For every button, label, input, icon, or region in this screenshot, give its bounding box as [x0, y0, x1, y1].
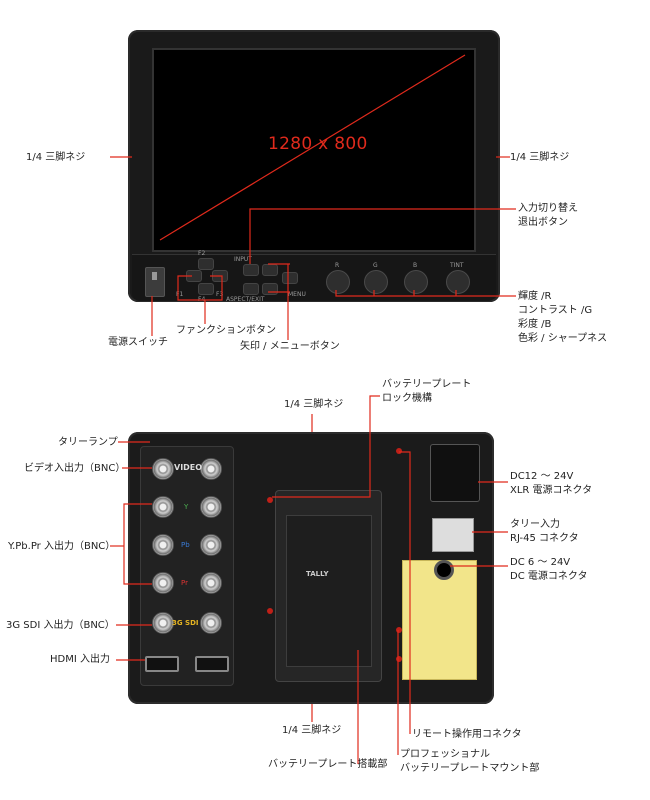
pro-battery-callout-line1: プロフェッショナル [400, 749, 490, 760]
function-button-callout: ファンクションボタン [176, 325, 276, 336]
hdmi-port-2[interactable] [195, 656, 229, 672]
battery-lock-callout-line1: バッテリープレート [382, 379, 472, 390]
tally-in-callout-line2: RJ-45 コネクタ [510, 533, 579, 544]
dc-callout-line2: DC 電源コネクタ [510, 571, 588, 582]
f3-button[interactable] [212, 270, 228, 282]
aspect-exit-label: ASPECT/EXIT [226, 296, 265, 303]
mount-marker [396, 627, 402, 633]
left-tripod-callout: 1/4 三脚ネジ [26, 152, 86, 163]
aspect-exit-button[interactable] [243, 283, 259, 295]
sdi-io-callout: 3G SDI 入出力（BNC） [6, 620, 115, 631]
battery-plate-mount [286, 515, 372, 667]
adjust-callout-line2: コントラスト /G [518, 305, 593, 316]
pb-bnc-2[interactable] [200, 534, 222, 556]
sdi-label: 3G SDI [172, 619, 199, 627]
adjust-callout-line1: 輝度 /R [518, 291, 552, 302]
tint-label: TINT [450, 262, 464, 269]
mount-marker [396, 656, 402, 662]
xlr-callout-line1: DC12 ～ 24V [510, 471, 574, 482]
menu-button[interactable] [282, 272, 298, 284]
g-label: G [373, 262, 378, 269]
rating-sticker [402, 560, 477, 680]
sdi-bnc-2[interactable] [200, 612, 222, 634]
tint-knob[interactable] [446, 270, 470, 294]
tally-plate-label: TALLY [306, 570, 329, 578]
hdmi-port-1[interactable] [145, 656, 179, 672]
video-bnc-1[interactable] [152, 458, 174, 480]
y-bnc-1[interactable] [152, 496, 174, 518]
lock-mechanism-marker [396, 448, 402, 454]
battery-lock-callout-line2: ロック機構 [382, 393, 432, 404]
pro-battery-callout-line2: バッテリープレートマウント部 [400, 763, 540, 774]
y-bnc-2[interactable] [200, 496, 222, 518]
menu-label: MENU [288, 291, 306, 298]
xlr-callout-line2: XLR 電源コネクタ [510, 485, 593, 496]
y-label: Y [184, 503, 189, 511]
input-switch-callout-line2: 退出ボタン [518, 217, 568, 228]
right-tripod-callout: 1/4 三脚ネジ [510, 152, 570, 163]
remote-connector-callout: リモート操作用コネクタ [412, 729, 522, 740]
video-label: VIDEO [174, 463, 203, 472]
ypbpr-io-callout: Y.Pb.Pr 入出力（BNC） [8, 541, 116, 552]
tally-lamp-callout: タリーランプ [58, 437, 118, 448]
sdi-bnc-1[interactable] [152, 612, 174, 634]
rj45-tally-connector[interactable] [432, 518, 474, 552]
f1-label: F1 [176, 291, 184, 298]
arrow-menu-callout: 矢印 / メニューボタン [240, 341, 340, 352]
adjust-callout-line3: 彩度 /B [518, 319, 552, 330]
power-switch[interactable] [145, 267, 165, 297]
adjust-callout-line4: 色彩 / シャープネス [518, 333, 608, 344]
arrow-up-button[interactable] [262, 264, 278, 276]
io-panel [140, 446, 234, 686]
pr-label: Pr [181, 579, 188, 587]
tally-in-callout-line1: タリー入力 [510, 519, 560, 530]
video-bnc-2[interactable] [200, 458, 222, 480]
input-switch-callout-line1: 入力切り替え [518, 203, 578, 214]
r-knob[interactable] [326, 270, 350, 294]
dc-power-jack[interactable] [434, 560, 454, 580]
tripod-screw-marker [267, 497, 273, 503]
f1-button[interactable] [186, 270, 202, 282]
battery-plate-mount-callout: バッテリープレート搭載部 [268, 759, 388, 770]
tripod-screw-marker [267, 608, 273, 614]
xlr-power-connector[interactable] [430, 444, 480, 502]
f4-button[interactable] [198, 283, 214, 295]
bottom-tripod-callout: 1/4 三脚ネジ [282, 725, 342, 736]
input-button[interactable] [243, 264, 259, 276]
pb-bnc-1[interactable] [152, 534, 174, 556]
f2-label: F2 [198, 250, 206, 257]
top-tripod-callout: 1/4 三脚ネジ [284, 399, 344, 410]
dc-callout-line1: DC 6 ～ 24V [510, 557, 571, 568]
hdmi-io-callout: HDMI 入出力 [50, 654, 110, 665]
f3-label: F3 [216, 291, 224, 298]
pr-bnc-2[interactable] [200, 572, 222, 594]
f4-label: F4 [198, 296, 206, 303]
b-label: B [413, 262, 418, 269]
arrow-down-button[interactable] [262, 283, 278, 295]
video-io-callout: ビデオ入出力（BNC） [24, 463, 126, 474]
power-switch-callout: 電源スイッチ [108, 337, 168, 348]
resolution-label: 1280 x 800 [268, 134, 368, 154]
b-knob[interactable] [404, 270, 428, 294]
r-label: R [335, 262, 340, 269]
pb-label: Pb [181, 541, 190, 549]
pr-bnc-1[interactable] [152, 572, 174, 594]
f2-button[interactable] [198, 258, 214, 270]
g-knob[interactable] [364, 270, 388, 294]
input-label: INPUT [234, 256, 252, 263]
